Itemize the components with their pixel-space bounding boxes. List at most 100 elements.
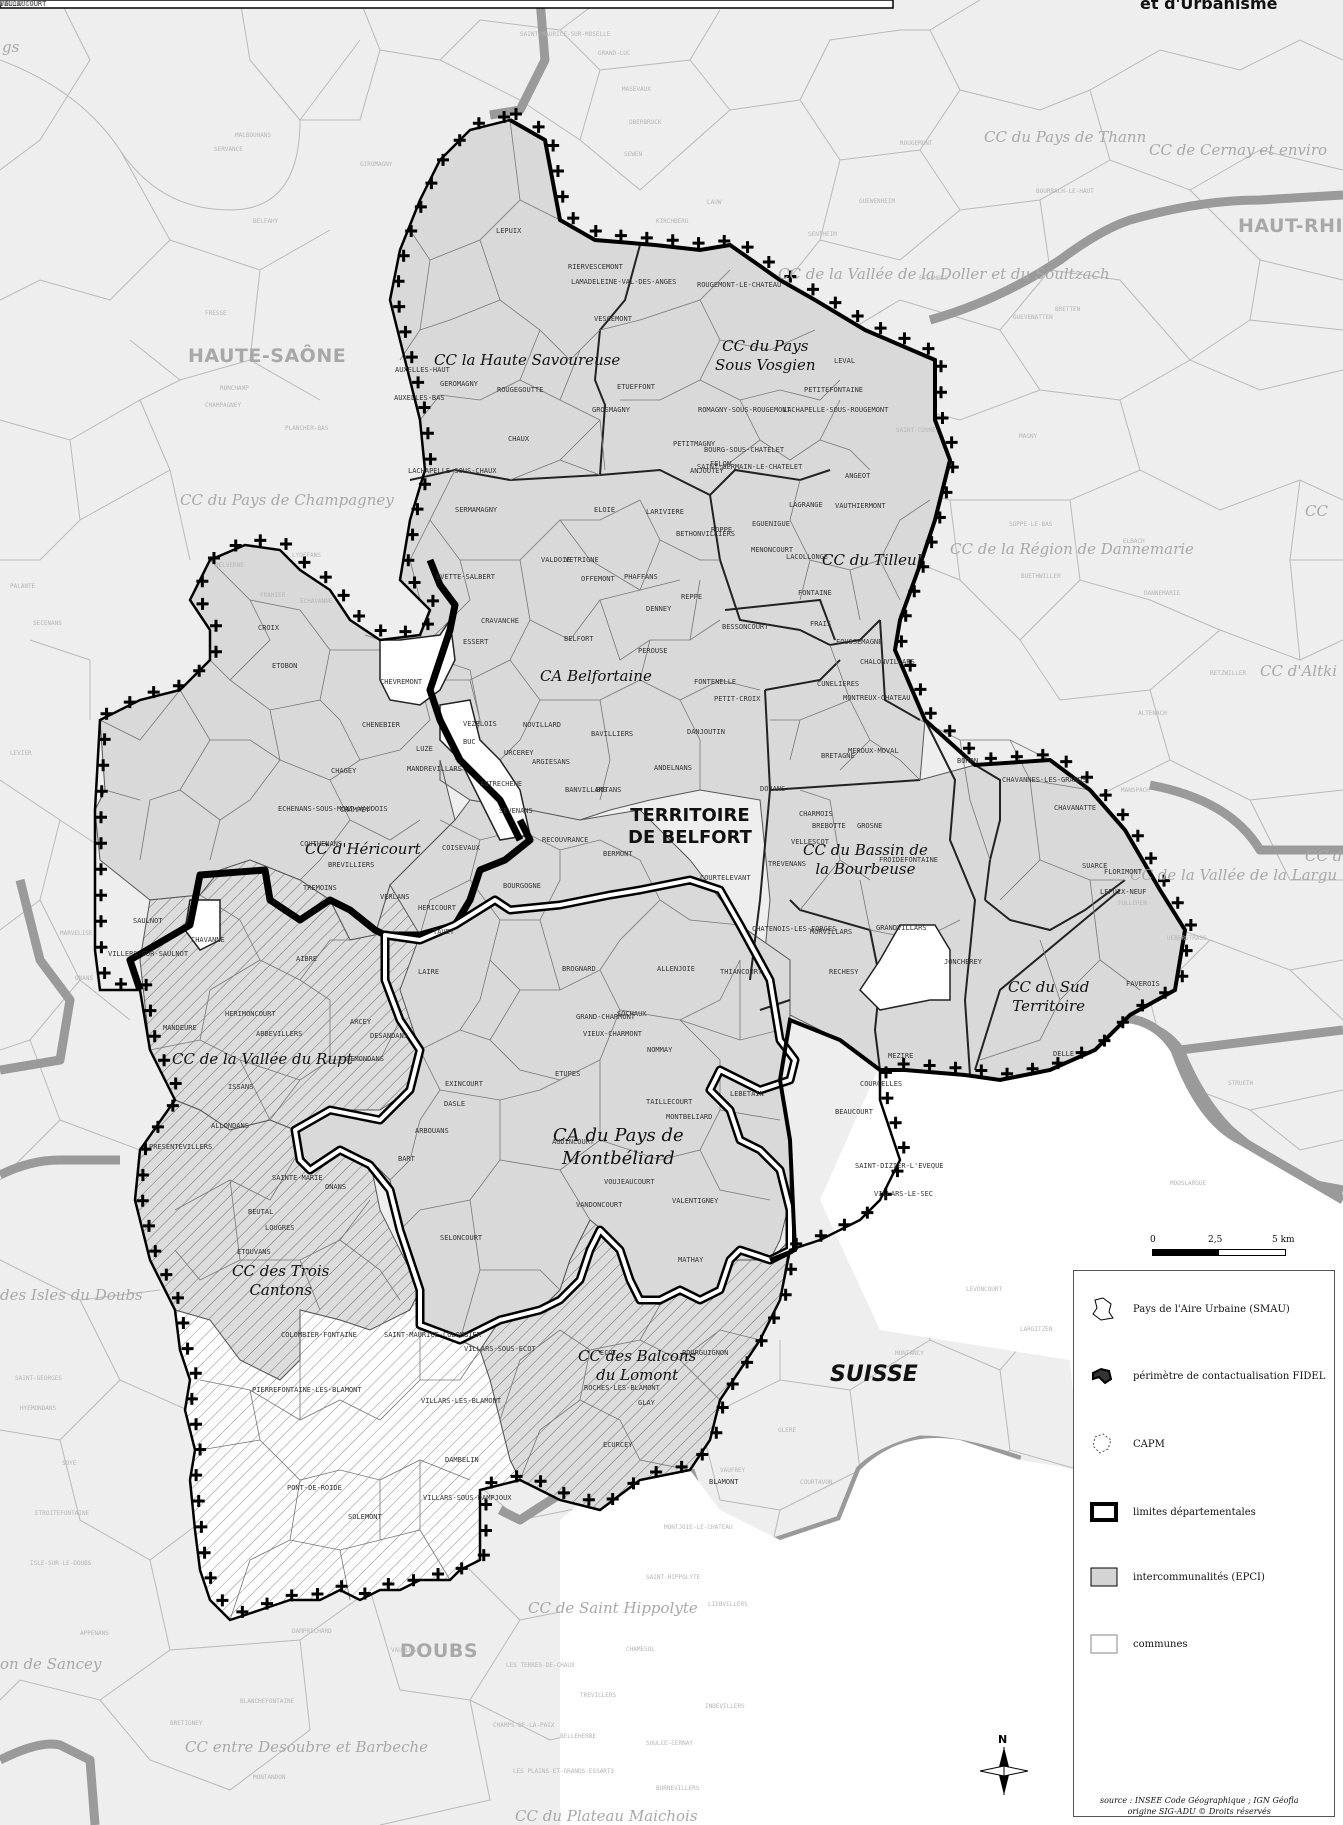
epci-icon <box>1090 1567 1118 1587</box>
commune-label: ROMAGNY-SOUS-ROUGEMONT <box>698 406 791 414</box>
grey-commune-label: ALTENACH <box>1138 710 1167 717</box>
header-box <box>0 0 894 9</box>
epci-trois-cantons-1: CC des Trois <box>232 1262 330 1280</box>
scale-label-mid: 2,5 <box>1208 1235 1223 1245</box>
region-suisse: SUISSE <box>830 1362 918 1387</box>
grey-commune-label: GUEVENATTEN <box>1013 314 1053 321</box>
commune-label: ANJOUTEY <box>690 467 724 475</box>
grey-commune-label: FRAHIER <box>260 592 286 599</box>
commune-label: TAILLECOURT <box>646 1098 693 1106</box>
grey-commune-label: CHAMPS-DE-LA-PAIX <box>493 1722 555 1729</box>
epci-bassin-2: la Bourbeuse <box>815 860 916 878</box>
epci-montbeliard-2: Montbéliard <box>562 1148 675 1169</box>
grey-commune-label: LYOFFANS <box>292 552 321 559</box>
legend-label-capm: CAPM <box>1133 1438 1165 1450</box>
commune-label: LAMADELEINE-VAL-DES-ANGES <box>571 278 677 286</box>
compass-north: N <box>998 1733 1007 1746</box>
commune-label: BOURG-SOUS-CHATELET <box>704 446 785 454</box>
grey-commune-label: OBERBRUCK <box>629 119 662 126</box>
commune-label: LAGRANGE <box>789 501 823 509</box>
commune-label: LEBETAIN <box>730 1090 764 1098</box>
commune-label: VALENTIGNEY <box>672 1197 719 1205</box>
commune-label: BORON <box>957 757 979 765</box>
epci-pays-sous-vosgien-1: CC du Pays <box>722 337 809 355</box>
commune-label: FOUSSEMAGNE <box>836 638 883 646</box>
commune-label: BART <box>398 1155 415 1163</box>
commune-label: GEROMAGNY <box>440 380 478 388</box>
commune-label: LACOLLONGE <box>786 553 829 561</box>
commune-label: AUXELLES-BAS <box>394 394 445 402</box>
commune-label: VOUJEAUCOURT <box>604 1178 655 1186</box>
grey-commune-label: MANCENANS <box>0 0 33 7</box>
grey-commune-label: BELVERNE <box>215 562 244 569</box>
grey-commune-label: VAUFREY <box>720 1467 746 1474</box>
commune-label: TREMOINS <box>303 884 337 892</box>
commune-label: MONTBELIARD <box>666 1113 713 1121</box>
grey-commune-label: SERVANCE <box>214 146 243 153</box>
commune-label: PETITEFONTAINE <box>804 386 864 394</box>
commune-label: SOLEMONT <box>348 1513 382 1521</box>
commune-label: ECURCEY <box>603 1441 633 1449</box>
commune-label: VAUTHIERMONT <box>835 502 886 510</box>
commune-label: CHEVREMONT <box>380 678 423 686</box>
commune-label: ECHENANS-SOUS-MONT-VAUDOIS <box>278 805 388 813</box>
grey-commune-label: MONTANCY <box>895 1350 924 1357</box>
epci-sud-1: CC du Sud <box>1008 978 1090 996</box>
commune-label: ROUGEGOUTTE <box>497 386 544 394</box>
grey-commune-label: PLANCHER-BAS <box>285 425 329 432</box>
commune-label: AUXELLES-HAUT <box>395 366 450 374</box>
commune-label: CHAUX <box>508 435 530 443</box>
commune-label: MANDEURE <box>163 1024 197 1032</box>
grey-commune-label: GIROMAGNY <box>360 161 393 168</box>
commune-label: URCEREY <box>504 749 534 757</box>
grey-commune-label: DAMPRICHARD <box>292 1628 332 1635</box>
grey-commune-label: BRETTEN <box>1055 306 1081 313</box>
territory-label: TERRITOIRE DE BELFORT <box>628 805 752 849</box>
commune-label: LEPUIX-NEUF <box>1100 888 1147 896</box>
commune-label: AUDINCOURT <box>552 1138 595 1146</box>
grey-commune-label: ETEIMBES <box>919 275 948 282</box>
commune-label: BESSONCOURT <box>722 623 769 631</box>
commune-label: CHENEBIER <box>362 721 400 729</box>
legend-label-communes: communes <box>1133 1638 1188 1650</box>
epci-belfortaine: CA Belfortaine <box>540 667 652 685</box>
commune-label: SERMAMAGNY <box>455 506 498 514</box>
grey-commune-label: LES PLAINS-ET-GRANDS-ESSARTS <box>513 1768 615 1775</box>
commune-label: MEZIRE <box>888 1052 914 1060</box>
grey-commune-label: SOULCE-CERNAY <box>646 1740 693 1747</box>
grey-commune-label: VAUCLUSE <box>391 1647 420 1654</box>
grey-commune-label: ETROITEFONTAINE <box>35 1510 90 1517</box>
commune-label: GROSNE <box>857 822 883 830</box>
grey-commune-label: FRESSE <box>205 310 227 317</box>
grey-commune-label: ISLE-SUR-LE-DOUBS <box>30 1560 92 1567</box>
commune-label: VEZELOIS <box>463 720 497 728</box>
outer-isles: des Isles du Doubs <box>0 1286 143 1304</box>
commune-label: BRETAGNE <box>821 752 855 760</box>
epci-sud-2: Territoire <box>1012 997 1086 1015</box>
grey-commune-label: MASEVAUX <box>622 86 651 93</box>
commune-label: ISSANS <box>228 1083 254 1091</box>
commune-label: FEULE <box>0 0 22 8</box>
commune-label: BREVILLIERS <box>328 861 375 869</box>
commune-label: FELON <box>710 460 732 468</box>
commune-label: TREVENANS <box>768 860 806 868</box>
outer-doller: CC de la Vallée de la Doller et du Soult… <box>778 265 1110 283</box>
commune-label: CHATENOIS-LES-FORGES <box>752 925 837 933</box>
commune-label: SAINT-DIZIER-L'EVEQUE <box>855 1162 944 1170</box>
commune-label: THIANCOURT <box>720 968 763 976</box>
commune-mesh <box>99 119 1141 1621</box>
grey-commune-label: TERMES <box>0 0 22 7</box>
commune-label: DELLE <box>1053 1050 1075 1058</box>
commune-label: ALLONDANS <box>211 1122 249 1130</box>
source-line1: source : INSEE Code Géographique ; IGN G… <box>1100 1796 1299 1805</box>
grey-commune-label: CHAMESOL <box>626 1646 655 1653</box>
logo-text: et d'Urbanisme <box>1140 0 1278 13</box>
commune-label: DASLE <box>444 1100 466 1108</box>
grey-commune-label: MOOSLARGUE <box>1170 1180 1207 1187</box>
commune-label: VILLARS-SOUS-DAMPJOUX <box>423 1494 512 1502</box>
grey-commune-label: GRAND-LUC <box>598 50 631 57</box>
commune-label: CHALONVILLARS <box>860 658 915 666</box>
commune-label: BELFORT <box>564 635 594 643</box>
outer-cc-right: CC <box>1305 502 1328 520</box>
commune-label: REPPE <box>681 593 703 601</box>
